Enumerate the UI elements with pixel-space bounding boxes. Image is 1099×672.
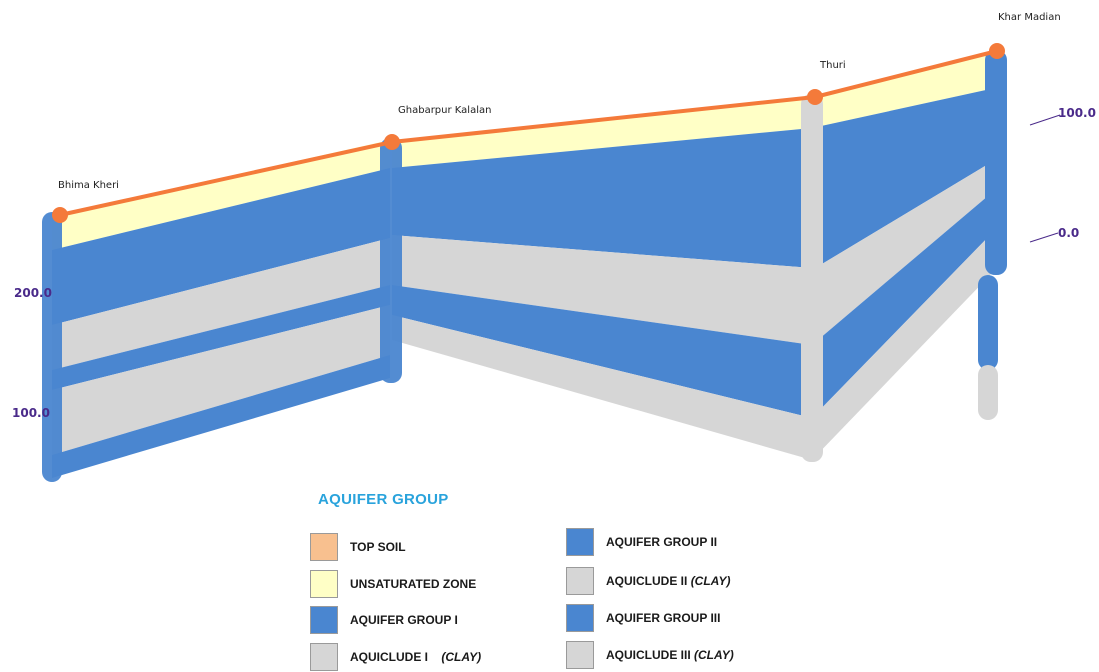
aquifer-group-3-layer bbox=[52, 355, 390, 478]
aquiclude-2-layer bbox=[52, 305, 390, 455]
swatch-aquifer-group-3 bbox=[566, 604, 594, 632]
aquifer-group-2-layer bbox=[812, 190, 995, 418]
aquiclude-2-layer bbox=[812, 230, 995, 460]
aquifer-group-2-layer bbox=[52, 285, 390, 390]
top-soil-line bbox=[52, 43, 1005, 223]
legend-item-aquiclude-3: AQUICLUDE III (CLAY) bbox=[566, 641, 734, 669]
legend-label: AQUICLUDE III bbox=[606, 648, 691, 662]
unsaturated-zone-layer bbox=[812, 52, 995, 128]
legend-item-unsaturated-zone: UNSATURATED ZONE bbox=[310, 570, 476, 598]
site-marker-ghabarpur-kalalan bbox=[384, 134, 400, 150]
section-2-3 bbox=[392, 96, 812, 460]
aquiclude-1-layer bbox=[392, 235, 812, 345]
elevation-label: 100.0 bbox=[12, 406, 50, 420]
site-label-thuri: Thuri bbox=[820, 60, 846, 71]
swatch-aquifer-group-1 bbox=[310, 606, 338, 634]
aquifer-group-1-layer bbox=[812, 88, 995, 270]
legend-label: UNSATURATED ZONE bbox=[350, 577, 477, 591]
elevation-label: 200.0 bbox=[14, 286, 52, 300]
site-label-bhima-kheri: Bhima Kheri bbox=[58, 180, 119, 191]
elevation-label: 100.0 bbox=[1058, 106, 1096, 120]
site-label-khar-madian: Khar Madian bbox=[998, 12, 1061, 23]
elevation-leaders bbox=[1029, 114, 1061, 243]
swatch-aquiclude-2 bbox=[566, 567, 594, 595]
elevation-label: 0.0 bbox=[1058, 226, 1080, 240]
legend-item-aquiclude-2: AQUICLUDE II (CLAY) bbox=[566, 567, 730, 595]
swatch-aquifer-group-2 bbox=[566, 528, 594, 556]
swatch-top-soil bbox=[310, 533, 338, 561]
legend-label: AQUICLUDE I bbox=[350, 650, 428, 664]
section-3-4 bbox=[812, 52, 995, 460]
aquifer-group-1-layer bbox=[392, 128, 812, 268]
unsaturated-zone-layer bbox=[392, 96, 812, 168]
legend-label: AQUIFER GROUP III bbox=[606, 611, 721, 625]
legend-item-aquiclude-1: AQUICLUDE I (CLAY) bbox=[310, 643, 481, 671]
site-label-ghabarpur-kalalan: Ghabarpur Kalalan bbox=[398, 105, 492, 116]
section-edge-walls bbox=[42, 50, 1007, 482]
aquiclude-3-layer bbox=[978, 365, 998, 420]
legend-item-aquifer-group-3: AQUIFER GROUP III bbox=[566, 604, 720, 632]
aquifer-group-1-layer bbox=[52, 168, 390, 325]
legend-item-aquifer-group-2: AQUIFER GROUP II bbox=[566, 528, 717, 556]
swatch-unsaturated-zone bbox=[310, 570, 338, 598]
borehole-khar-madian-lower bbox=[978, 275, 998, 420]
aquifer-group-2-layer bbox=[392, 285, 812, 418]
section-1-2 bbox=[52, 140, 390, 478]
aquifer-group-3-layer bbox=[978, 275, 998, 370]
legend-item-top-soil: TOP SOIL bbox=[310, 533, 406, 561]
legend-note: (CLAY) bbox=[690, 574, 731, 588]
unsaturated-zone-layer bbox=[52, 140, 390, 250]
legend-label: AQUIFER GROUP I bbox=[350, 613, 458, 627]
swatch-aquiclude-1 bbox=[310, 643, 338, 671]
legend-label: AQUIFER GROUP II bbox=[606, 535, 718, 549]
legend-note: (CLAY) bbox=[441, 650, 482, 664]
swatch-aquiclude-3 bbox=[566, 641, 594, 669]
aquiclude-1-layer bbox=[52, 238, 390, 370]
legend-note: (CLAY) bbox=[694, 648, 734, 662]
legend-label: AQUICLUDE II bbox=[606, 574, 688, 588]
legend-title: AQUIFER GROUP bbox=[318, 491, 449, 508]
legend-label: TOP SOIL bbox=[350, 540, 406, 554]
site-marker-bhima-kheri bbox=[52, 207, 68, 223]
site-marker-khar-madian bbox=[989, 43, 1005, 59]
legend-item-aquifer-group-1: AQUIFER GROUP I bbox=[310, 606, 458, 634]
aquiclude-2-layer bbox=[392, 315, 812, 460]
site-marker-thuri bbox=[807, 89, 823, 105]
aquiclude-1-layer bbox=[812, 160, 995, 345]
